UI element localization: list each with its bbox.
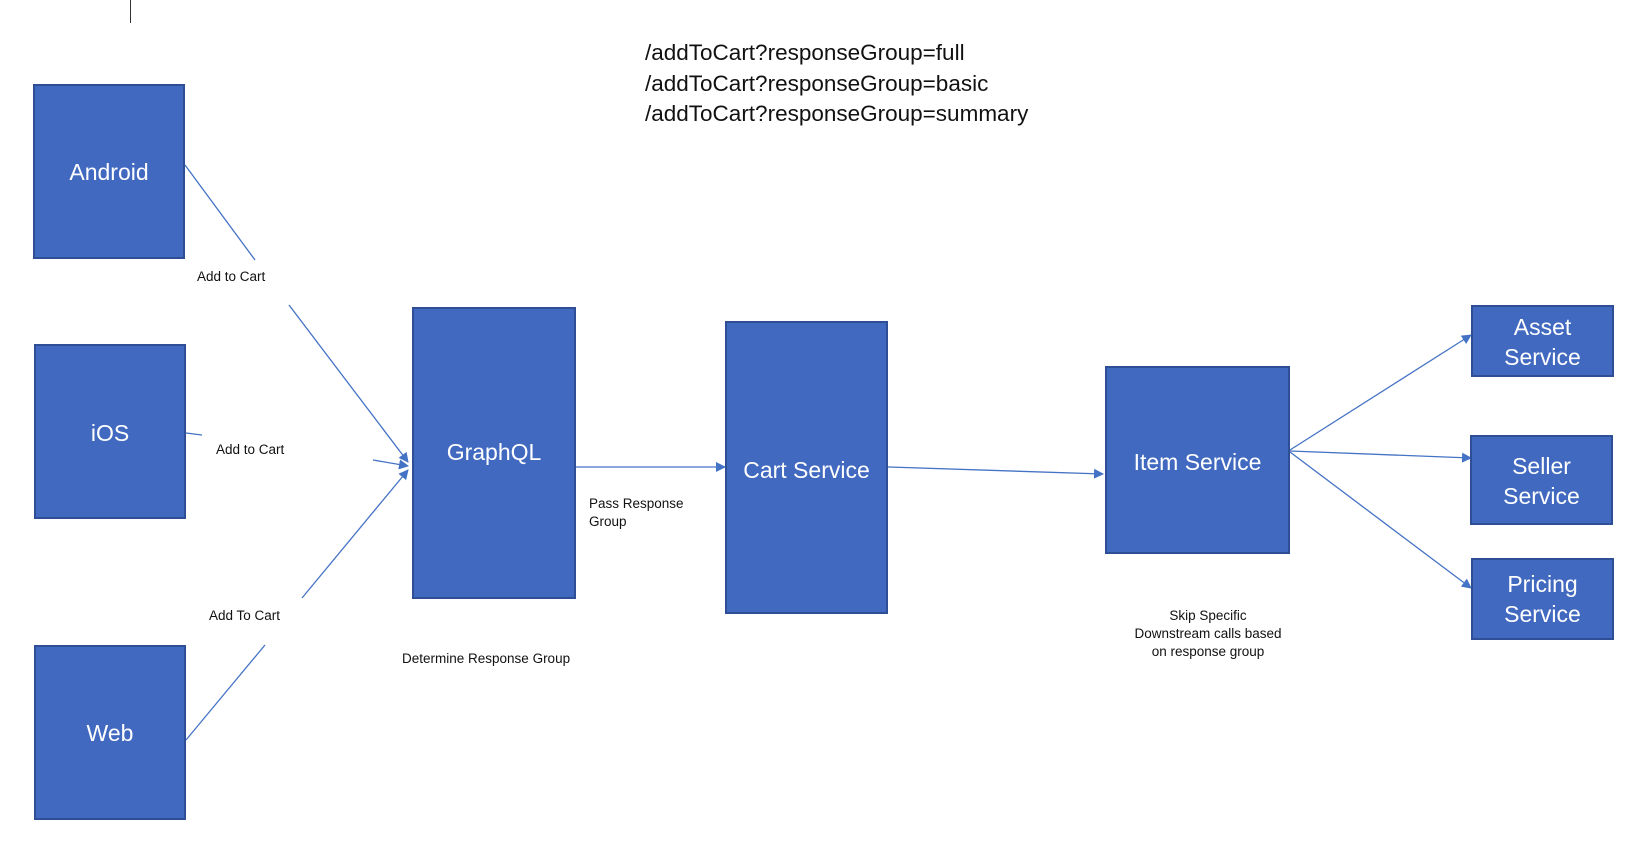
edge-web-graphql-start bbox=[185, 644, 266, 741]
seller-service-label-line2: Service bbox=[1503, 483, 1580, 509]
edge-cart-item bbox=[887, 466, 1104, 479]
pass-response-group-label: Pass Response Group bbox=[589, 495, 684, 531]
edge-web-graphql-end bbox=[301, 469, 409, 599]
seller-service-label-line1: Seller bbox=[1512, 453, 1571, 479]
skip-specific-line3: on response group bbox=[1151, 644, 1265, 659]
web-label: Web bbox=[86, 720, 134, 746]
edge-item-asset bbox=[1289, 334, 1472, 451]
edge-android-graphql-end bbox=[288, 304, 409, 463]
item-service-box: Item Service bbox=[1105, 366, 1290, 554]
ios-label: iOS bbox=[90, 420, 130, 446]
skip-specific-label: Skip Specific Downstream calls based on … bbox=[1120, 607, 1296, 661]
android-add-to-cart-label: Add to Cart bbox=[197, 269, 266, 284]
text-cursor-line bbox=[130, 0, 131, 23]
asset-service-label-line1: Asset bbox=[1513, 314, 1572, 340]
android-box: Android bbox=[33, 84, 185, 259]
url-basic: /addToCart?responseGroup=basic bbox=[645, 70, 989, 96]
seller-service-box: Seller Service bbox=[1470, 435, 1613, 525]
item-service-label: Item Service bbox=[1133, 449, 1262, 475]
cart-service-label: Cart Service bbox=[743, 457, 870, 483]
edge-android-graphql-start bbox=[184, 164, 256, 261]
graphql-label: GraphQL bbox=[446, 439, 542, 465]
determine-response-group-label: Determine Response Group bbox=[402, 651, 571, 666]
pricing-service-box: Pricing Service bbox=[1471, 558, 1614, 640]
graphql-box: GraphQL bbox=[412, 307, 576, 599]
url-summary: /addToCart?responseGroup=summary bbox=[645, 101, 1029, 126]
pass-response-line1: Pass Response bbox=[589, 496, 684, 511]
edge-ios-graphql-start bbox=[185, 432, 203, 436]
pricing-service-label-line2: Service bbox=[1504, 601, 1581, 627]
skip-specific-line1: Skip Specific bbox=[1169, 608, 1247, 623]
web-box: Web bbox=[34, 645, 186, 820]
asset-service-label-line2: Service bbox=[1504, 344, 1581, 370]
skip-specific-line2: Downstream calls based bbox=[1134, 626, 1282, 641]
edge-item-pricing bbox=[1289, 451, 1472, 589]
pricing-service-label-line1: Pricing bbox=[1507, 571, 1578, 597]
android-label: Android bbox=[69, 159, 149, 185]
asset-service-box: Asset Service bbox=[1471, 305, 1614, 377]
ios-box: iOS bbox=[34, 344, 186, 519]
edge-item-seller bbox=[1289, 450, 1472, 463]
url-list: /addToCart?responseGroup=full /addToCart… bbox=[645, 38, 1028, 130]
url-full: /addToCart?responseGroup=full bbox=[645, 40, 965, 65]
cart-service-box: Cart Service bbox=[725, 321, 888, 614]
pass-response-line2: Group bbox=[589, 514, 627, 529]
web-add-to-cart-label: Add To Cart bbox=[209, 608, 281, 623]
ios-add-to-cart-label: Add to Cart bbox=[216, 442, 285, 457]
edge-ios-graphql-end bbox=[372, 459, 409, 470]
